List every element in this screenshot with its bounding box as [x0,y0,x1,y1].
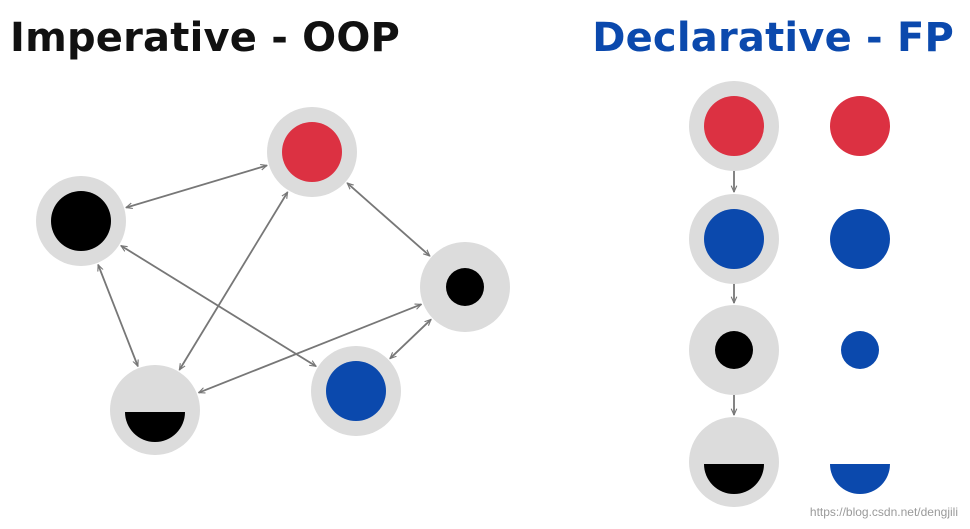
declarative-pipeline [689,81,779,507]
pipeline-result [830,209,890,269]
edge-black-half [98,265,138,366]
pipeline-stage [689,417,779,507]
edge-red-half [178,192,289,370]
red-disk [282,122,342,182]
imperative-edges [98,165,431,392]
blue-disk [704,209,764,269]
edge-blue-small-black [390,319,431,358]
declarative-results [830,96,890,494]
edge-half-small-black [199,304,422,392]
black-small-disk [446,268,484,306]
imperative-nodes [36,107,510,455]
node-blue [311,346,401,436]
imperative-oop-title: Imperative - OOP [10,15,401,61]
node-halo [110,365,200,455]
red-disk [830,96,890,156]
edge-black-red [126,165,267,207]
edge-red-small-black [347,183,430,256]
pipeline-result [830,464,890,494]
node-black [36,176,126,266]
node-red [267,107,357,197]
node-half [110,365,200,455]
blue-half-disk [830,464,890,494]
black-small-disk [715,331,753,369]
black-half-disk [125,412,185,442]
node-small-black [420,242,510,332]
pipeline-result [841,331,879,369]
pipeline-result [830,96,890,156]
red-disk [704,96,764,156]
black-disk [51,191,111,251]
black-half-disk [704,464,764,494]
stage-halo [689,417,779,507]
blue-small-disk [841,331,879,369]
blue-disk [326,361,386,421]
declarative-fp-title: Declarative - FP [592,15,954,61]
pipeline-stage [689,305,779,395]
blue-disk [830,209,890,269]
watermark: https://blog.csdn.net/dengjili [809,505,958,519]
pipeline-stage [689,194,779,284]
pipeline-stage [689,81,779,171]
